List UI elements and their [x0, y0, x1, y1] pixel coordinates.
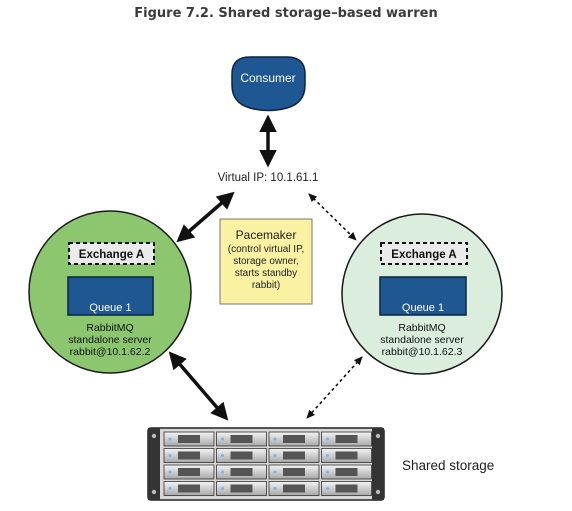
rail-screw — [151, 489, 157, 495]
drive-bay-led — [273, 470, 277, 474]
left-server-line: RabbitMQ — [86, 322, 133, 334]
storage-array — [147, 427, 385, 501]
drive-bay-led — [273, 487, 277, 490]
drive-bay-handle — [230, 451, 253, 460]
right-server-line: RabbitMQ — [398, 322, 445, 334]
pacemaker-line: rabbit) — [252, 280, 280, 291]
right-exchange-label: Exchange A — [391, 249, 456, 261]
drive-bay-led — [168, 470, 172, 474]
drive-bay-led — [326, 437, 329, 441]
drive-bay-handle — [283, 484, 305, 493]
vip-left-link — [176, 191, 235, 243]
left-rabbitmq-node: Exchange A Queue 1 RabbitMQ standalone s… — [28, 210, 192, 374]
drive-bay-led — [221, 437, 224, 441]
left-storage-link — [168, 351, 229, 421]
storage-right-rail — [372, 428, 384, 500]
drive-bay-led — [273, 454, 277, 457]
drive-bay-led — [168, 487, 172, 490]
drive-bay-led — [221, 487, 224, 490]
drive-bay-led — [326, 487, 329, 490]
storage-left-rail — [148, 428, 160, 500]
drive-bay-handle — [335, 484, 358, 493]
drive-bay-handle — [178, 435, 200, 443]
storage-label: Shared storage — [402, 458, 494, 473]
figure-caption: Figure 7.2. Shared storage–based warren — [134, 6, 438, 21]
left-queue-box — [67, 276, 154, 316]
drive-bay-handle — [283, 435, 305, 443]
drive-bay-led — [221, 454, 224, 457]
left-exchange-label: Exchange A — [79, 249, 144, 261]
pacemaker-title: Pacemaker — [236, 228, 297, 242]
drive-bay-handle — [230, 435, 253, 443]
drive-bay-handle — [335, 435, 358, 443]
left-server-line: standalone server — [68, 334, 152, 346]
vip-right-link — [308, 193, 357, 241]
rail-screw — [375, 489, 381, 495]
drive-bay-led — [168, 437, 172, 441]
drive-bay-led — [326, 454, 329, 457]
left-server-line: rabbit@10.1.62.2 — [70, 346, 151, 358]
right-queue-box — [379, 276, 467, 316]
rail-screw — [151, 433, 157, 439]
right-exchange-box — [380, 242, 468, 265]
pacemaker-note: Pacemaker (control virtual IP, storage o… — [219, 218, 313, 305]
right-server-line: standalone server — [380, 334, 464, 346]
drive-bay-led — [273, 437, 277, 441]
rail-screw — [375, 433, 381, 439]
consumer-label: Consumer — [240, 71, 295, 85]
left-exchange-box — [68, 242, 155, 265]
right-server-line: rabbit@10.1.62.3 — [382, 346, 463, 358]
left-queue-label: Queue 1 — [89, 302, 131, 314]
drive-bay-handle — [178, 484, 200, 493]
right-rabbitmq-node: Exchange A Queue 1 RabbitMQ standalone s… — [341, 213, 503, 375]
drive-bay-handle — [178, 451, 200, 460]
pacemaker-line: storage owner, — [233, 256, 299, 267]
storage-bays — [163, 431, 372, 496]
drive-bay-handle — [230, 484, 253, 493]
drive-bay-handle — [283, 468, 305, 476]
pacemaker-line: (control virtual IP, — [228, 244, 305, 255]
right-queue-label: Queue 1 — [402, 302, 444, 314]
drive-bay-handle — [230, 468, 253, 476]
pacemaker-line: starts standby — [235, 268, 297, 279]
drive-bay-handle — [335, 468, 358, 476]
right-storage-link — [306, 356, 363, 419]
drive-bay-handle — [335, 451, 358, 460]
consumer-shape — [231, 56, 306, 112]
drive-bay-led — [326, 470, 329, 474]
consumer-node: Consumer — [231, 56, 306, 112]
drive-bay-handle — [283, 451, 305, 460]
drive-bay-led — [168, 454, 172, 457]
virtual-ip-label: Virtual IP: 10.1.61.1 — [218, 172, 319, 184]
drive-bay-handle — [178, 468, 200, 476]
drive-bay-led — [221, 470, 224, 474]
pacemaker-box — [219, 218, 313, 305]
